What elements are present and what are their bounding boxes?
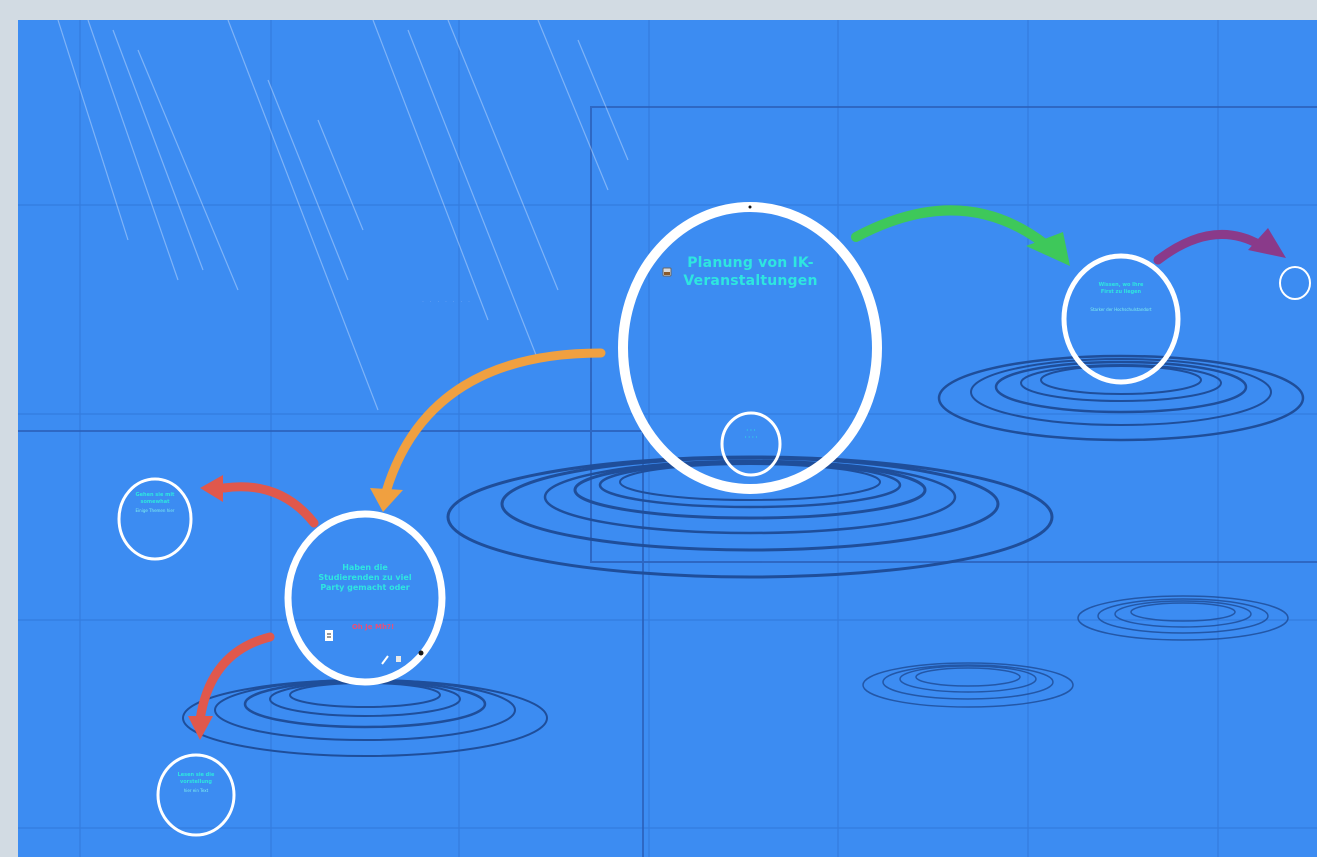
ripple-left [182,679,548,757]
cup-icon [396,656,401,662]
left-top-title: Gehen sie mit somewhat [135,492,175,505]
image-icon [662,267,672,277]
ripple-right [937,354,1305,442]
pin-icon [748,205,752,209]
arrow-purple [1153,228,1286,265]
bubble-main-inner[interactable] [720,411,782,477]
document-icon [325,630,333,641]
faint-background-text: · · · · · · · [422,299,472,305]
bubble-left-bottom[interactable] [156,753,236,837]
dot-icon [418,650,424,656]
right-bubble-title: Wissen, wo Ihre First zu liegen [1098,282,1144,295]
left-bottom-title: Lesen sie die vorstellung [177,772,215,785]
pencil-icon [381,655,389,665]
prezi-canvas[interactable]: · · · · · · · Planung von IK- Veranstalt… [18,20,1317,857]
ripple-small-right [1077,595,1289,641]
right-bubble-body: Starker der Hochschulstandort [1090,307,1152,312]
left-main-highlight: Oh Je Mh?! [351,623,395,631]
bubble-right[interactable] [1061,253,1181,385]
ripple-small-center [862,662,1074,708]
arrow-red-top [200,475,319,528]
presentation-scene [18,20,1317,857]
bubble-left-main[interactable] [284,510,446,686]
left-bottom-body: hier ein Text [183,788,209,793]
left-top-body: Einige Themen hier [135,508,175,513]
bubble-far-right[interactable] [1279,266,1311,300]
arrow-red-bottom [188,632,275,740]
ripple-main [446,455,1054,579]
bubble-main[interactable] [618,202,882,494]
arrow-green [851,205,1070,266]
arrow-orange [370,348,606,512]
main-inner-subtitle: · · · · · · · [744,428,758,441]
rain-decoration [57,20,629,411]
bubble-left-top[interactable] [117,477,193,561]
left-main-title: Haben die Studierenden zu viel Party gem… [318,563,412,592]
background-grid [18,20,1317,857]
main-title: Planung von IK- Veranstaltungen [683,255,818,289]
